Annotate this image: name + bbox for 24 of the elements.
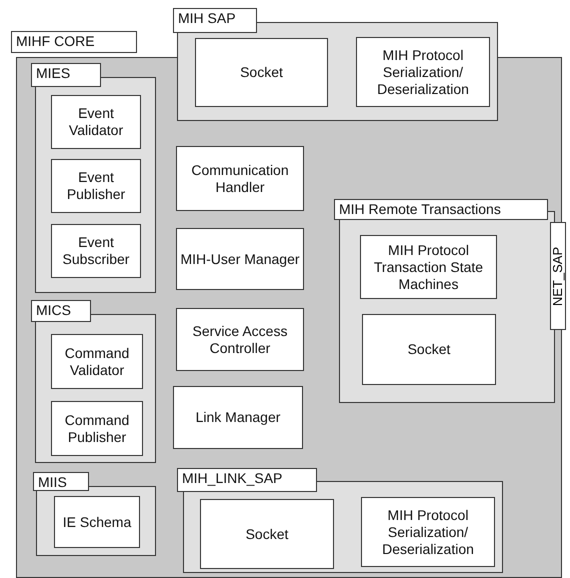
- component-box: Socket: [195, 38, 328, 107]
- group-heading: MICS: [31, 300, 91, 322]
- group-heading: MIES: [31, 63, 101, 87]
- component-box: Socket: [200, 499, 334, 569]
- component-box: Command Publisher: [51, 401, 143, 456]
- component-box: MIH Protocol Serialization/ Deserialization: [356, 37, 490, 107]
- group-heading: MIIS: [33, 472, 89, 491]
- component-box: Event Publisher: [51, 159, 141, 213]
- interface-tab: NET_SAP: [550, 222, 566, 330]
- group-heading: MIH SAP: [173, 8, 257, 33]
- group-heading: MIH Remote Transactions: [334, 199, 548, 220]
- component-box: Service Access Controller: [176, 308, 304, 371]
- component-box: IE Schema: [54, 496, 140, 548]
- component-box: MIH Protocol Transaction State Machines: [360, 235, 497, 299]
- component-box: Communication Handler: [176, 146, 304, 211]
- component-box: Command Validator: [51, 334, 143, 389]
- component-box: MIH Protocol Serialization/ Deserialization: [361, 497, 495, 567]
- component-box: Event Validator: [51, 95, 141, 149]
- group-heading: MIHF CORE: [11, 31, 137, 53]
- component-box: Link Manager: [173, 386, 303, 449]
- component-box: Event Subscriber: [51, 224, 141, 278]
- component-box: Socket: [362, 314, 496, 385]
- component-box: MIH-User Manager: [176, 228, 304, 290]
- group-heading: MIH_LINK_SAP: [177, 468, 317, 492]
